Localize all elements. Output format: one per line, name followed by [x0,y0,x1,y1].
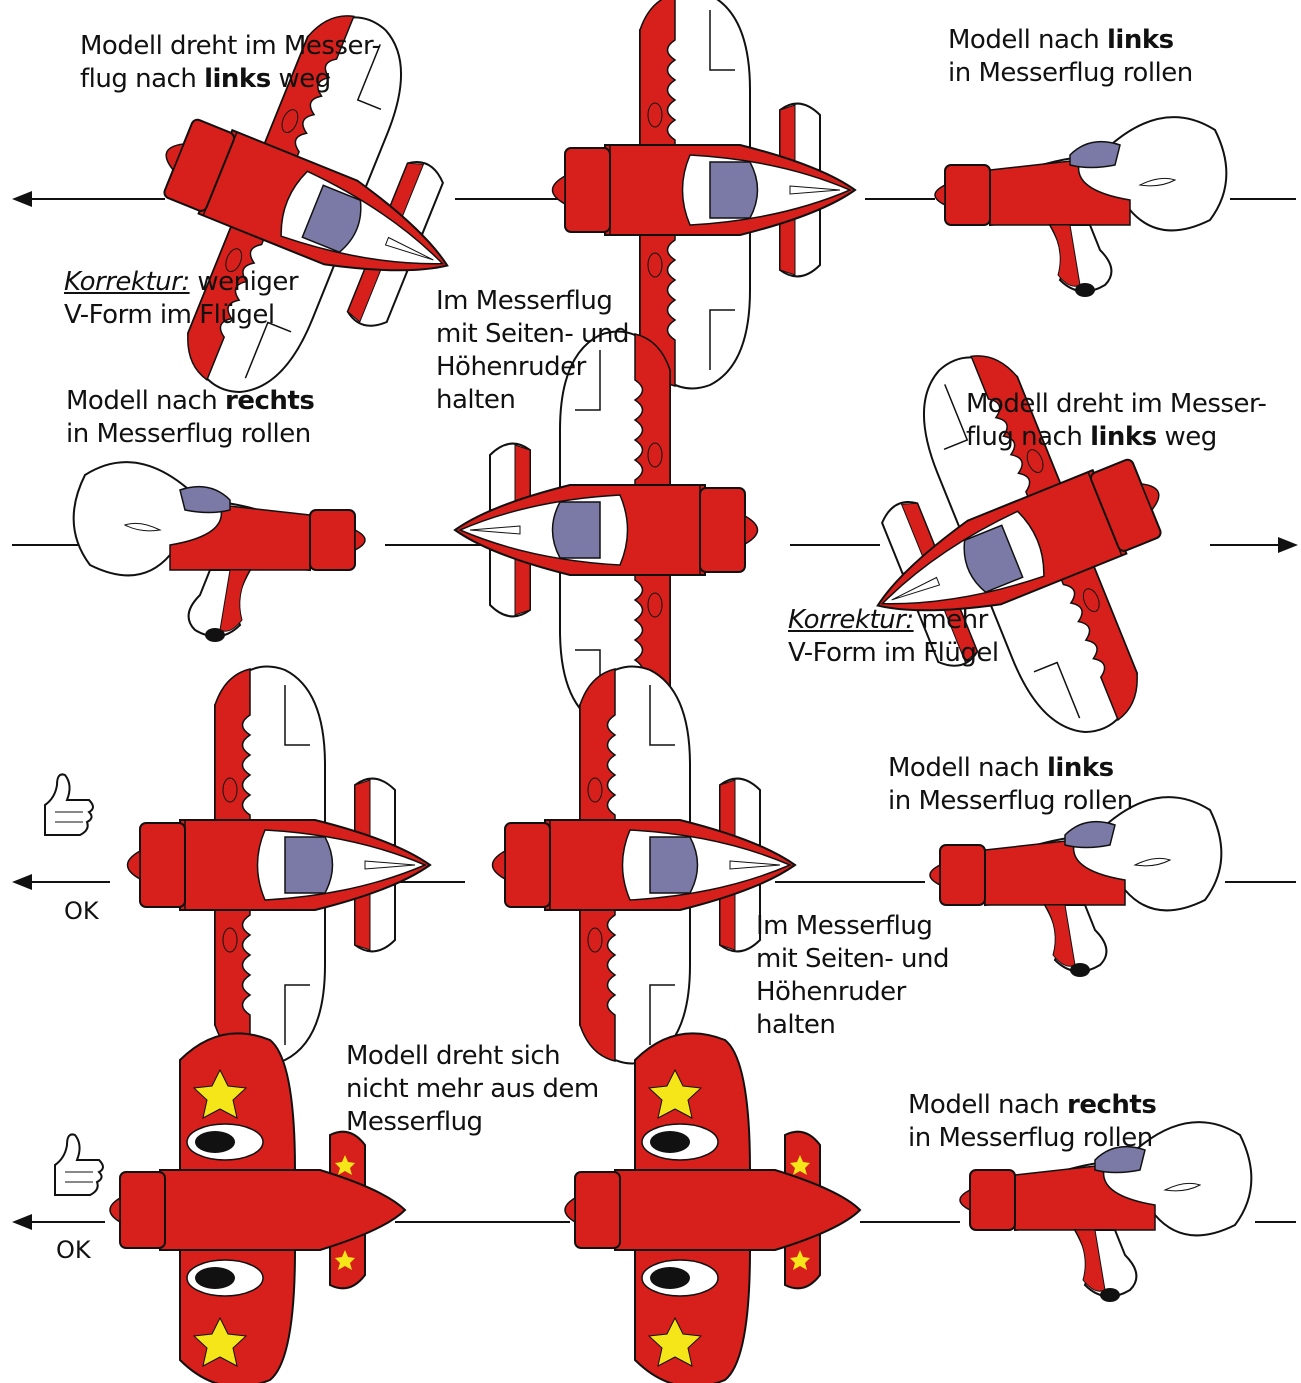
arrow-left-icon [12,874,32,890]
caption-line: Modell dreht sich [346,1040,599,1073]
correction-label: Korrektur: [64,267,190,297]
caption-line: Modell dreht im Messer- [966,388,1266,421]
r2-right-caption: Modell dreht im Messer- flug nach links … [966,388,1266,454]
caption-line: Modell nach links [888,752,1133,785]
caption-line: halten [436,384,629,417]
arrow-left-icon [12,1214,32,1230]
caption-line: Modell nach links [948,24,1193,57]
caption-line: mit Seiten- und [436,318,629,351]
ok-label: OK [64,897,99,925]
caption-bold: links [1090,422,1157,452]
caption-text: mehr [914,605,988,635]
airplane-side-view [930,797,1221,977]
r1-right-caption: Modell nach links in Messerflug rollen [948,24,1193,90]
r2-left-caption: Modell nach rechts in Messerflug rollen [66,385,314,451]
caption-line: Höhenruder [436,351,629,384]
arrow-right-icon [1278,537,1298,553]
correction-label: Korrektur: [788,605,914,635]
caption-text: weg [271,64,331,94]
airplane-side-view [74,462,365,642]
caption-line: flug nach links weg [966,421,1266,454]
r1-left-caption: Modell dreht im Messer- flug nach links … [80,30,380,96]
airplane-top-view [128,667,431,1064]
hold-caption-1: Im Messerflug mit Seiten- und Höhenruder… [436,285,629,417]
r1-correction-caption: Korrektur: weniger V-Form im Flügel [64,266,298,332]
arrow-left-icon [12,191,32,207]
airplane-star-top-view [565,1033,860,1383]
caption-line: Im Messerflug [436,285,629,318]
hold-caption-2: Im Messerflug mit Seiten- und Höhenruder… [756,910,949,1042]
airplane-top-view [493,667,796,1064]
caption-line: Modell nach rechts [908,1089,1156,1122]
caption-text: flug nach [80,64,204,94]
caption-line: halten [756,1009,949,1042]
caption-bold: links [204,64,271,94]
r3-right-caption: Modell nach links in Messerflug rollen [888,752,1133,818]
caption-text: Modell nach [948,25,1107,55]
caption-text: Modell nach [888,753,1047,783]
caption-line: mit Seiten- und [756,943,949,976]
thumbs-up-icon [55,1134,103,1195]
caption-text: weg [1157,422,1217,452]
caption-bold: rechts [1067,1090,1156,1120]
caption-line: Im Messerflug [756,910,949,943]
caption-line: V-Form im Flügel [64,299,298,332]
caption-bold: rechts [225,386,314,416]
caption-text: weniger [190,267,298,297]
ok-label: OK [56,1236,91,1264]
caption-bold: links [1047,753,1114,783]
thumbs-up-icon [45,774,93,835]
caption-bold: links [1107,25,1174,55]
caption-line: Modell dreht im Messer- [80,30,380,63]
caption-line: Modell nach rechts [66,385,314,418]
caption-line: Korrektur: weniger [64,266,298,299]
caption-line: flug nach links weg [80,63,380,96]
caption-line: V-Form im Flügel [788,637,999,670]
caption-line: nicht mehr aus dem [346,1073,599,1106]
r2-correction-caption: Korrektur: mehr V-Form im Flügel [788,604,999,670]
caption-line: Messerflug [346,1106,599,1139]
caption-line: in Messerflug rollen [66,418,314,451]
caption-line: in Messerflug rollen [948,57,1193,90]
caption-text: Modell nach [908,1090,1067,1120]
caption-text: Modell nach [66,386,225,416]
airplane-top-view [803,308,1232,789]
caption-line: Höhenruder [756,976,949,1009]
caption-text: flug nach [966,422,1090,452]
caption-line: in Messerflug rollen [888,785,1133,818]
caption-line: in Messerflug rollen [908,1122,1156,1155]
airplane-side-view [935,117,1226,297]
r4-right-caption: Modell nach rechts in Messerflug rollen [908,1089,1156,1155]
r4-mid-caption: Modell dreht sich nicht mehr aus dem Mes… [346,1040,599,1139]
caption-line: Korrektur: mehr [788,604,999,637]
